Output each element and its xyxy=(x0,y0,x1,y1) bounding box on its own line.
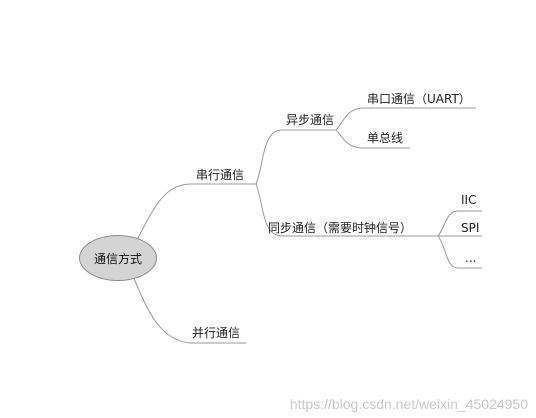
connector-serial-async xyxy=(255,129,283,185)
connector-sync-more xyxy=(437,235,459,269)
connector-sync-iic xyxy=(437,210,459,237)
root-label: 通信方式 xyxy=(93,251,142,266)
connector-root-serial xyxy=(136,183,191,241)
root-node[interactable]: 通信方式 xyxy=(79,235,157,281)
node-single-bus[interactable]: 单总线 xyxy=(367,131,404,145)
node-serial[interactable]: 串行通信 xyxy=(196,168,245,182)
connector-root-parallel xyxy=(132,275,191,344)
node-async[interactable]: 异步通信 xyxy=(286,113,335,127)
node-parallel[interactable]: 并行通信 xyxy=(192,326,241,340)
watermark-text: https://blog.csdn.net/weixin_45024950 xyxy=(289,396,528,412)
connector-async-uart xyxy=(335,107,365,131)
connector-serial-sync xyxy=(255,183,283,237)
node-uart[interactable]: 串口通信（UART） xyxy=(367,92,471,106)
node-sync[interactable]: 同步通信（需要时钟信号） xyxy=(268,221,413,235)
connector-async-singlebus xyxy=(335,129,365,149)
node-iic[interactable]: IIC xyxy=(461,193,477,207)
node-more[interactable]: ... xyxy=(465,251,477,265)
node-spi[interactable]: SPI xyxy=(461,221,480,235)
